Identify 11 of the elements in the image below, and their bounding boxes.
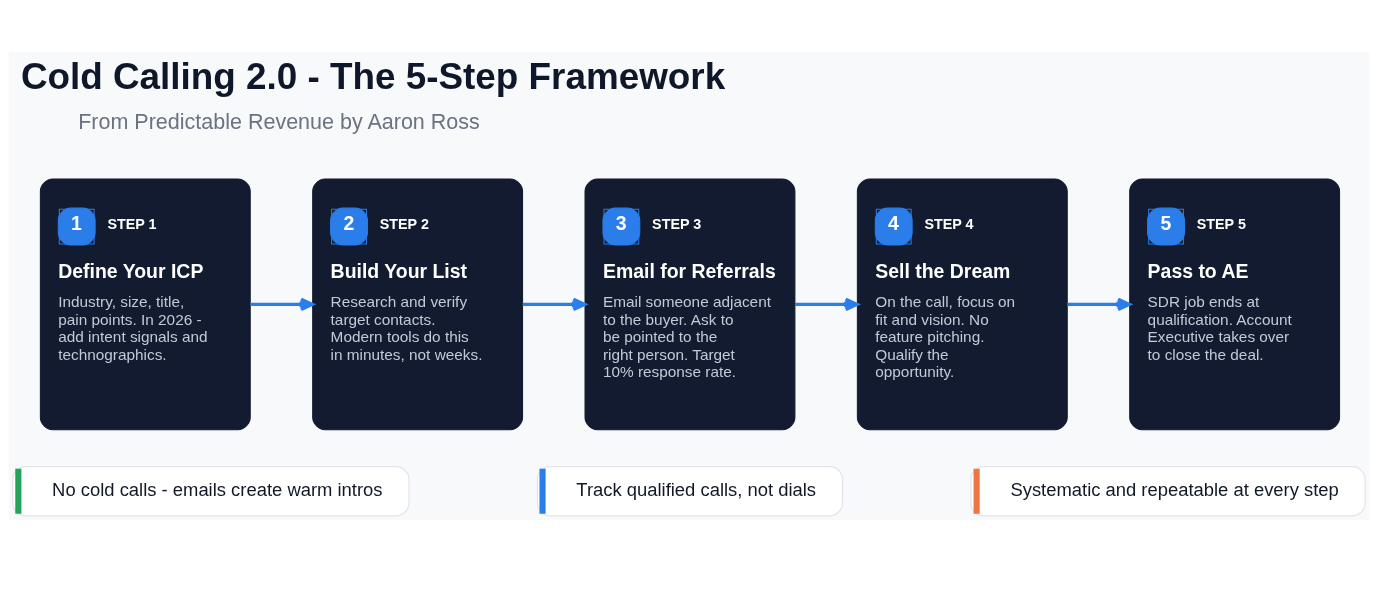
arrow bbox=[522, 297, 587, 311]
arrow bbox=[1067, 297, 1132, 311]
diagram-title: Cold Calling 2.0 - The 5-Step Framework bbox=[20, 55, 726, 97]
arrow bbox=[250, 297, 315, 311]
arrow bbox=[795, 297, 859, 311]
label: From Predictable Revenue by Aaron Ross bbox=[78, 109, 480, 134]
node-box: 5 STEP 5 Pass to AE SDR job ends at qualification. Account Executive takes over to close the deal. bbox=[1129, 177, 1341, 430]
node-box: 3 STEP 3 Email for Referrals Email someone adjacent to the buyer. Ask to be pointed to the right person. Target 10% response rate. bbox=[584, 177, 796, 430]
node-box: 4 STEP 4 Sell the Dream On the call, focus on fit and vision. No feature pitching. Qualify the opportunity. bbox=[856, 177, 1068, 430]
node-box: 2 STEP 2 Build Your List Research and verify target contacts. Modern tools do this in minutes, not weeks. bbox=[312, 177, 524, 430]
node-box: 1 STEP 1 Define Your ICP Industry, size, title, pain points. In 2026 - add intent signals and technographics. bbox=[39, 177, 251, 430]
